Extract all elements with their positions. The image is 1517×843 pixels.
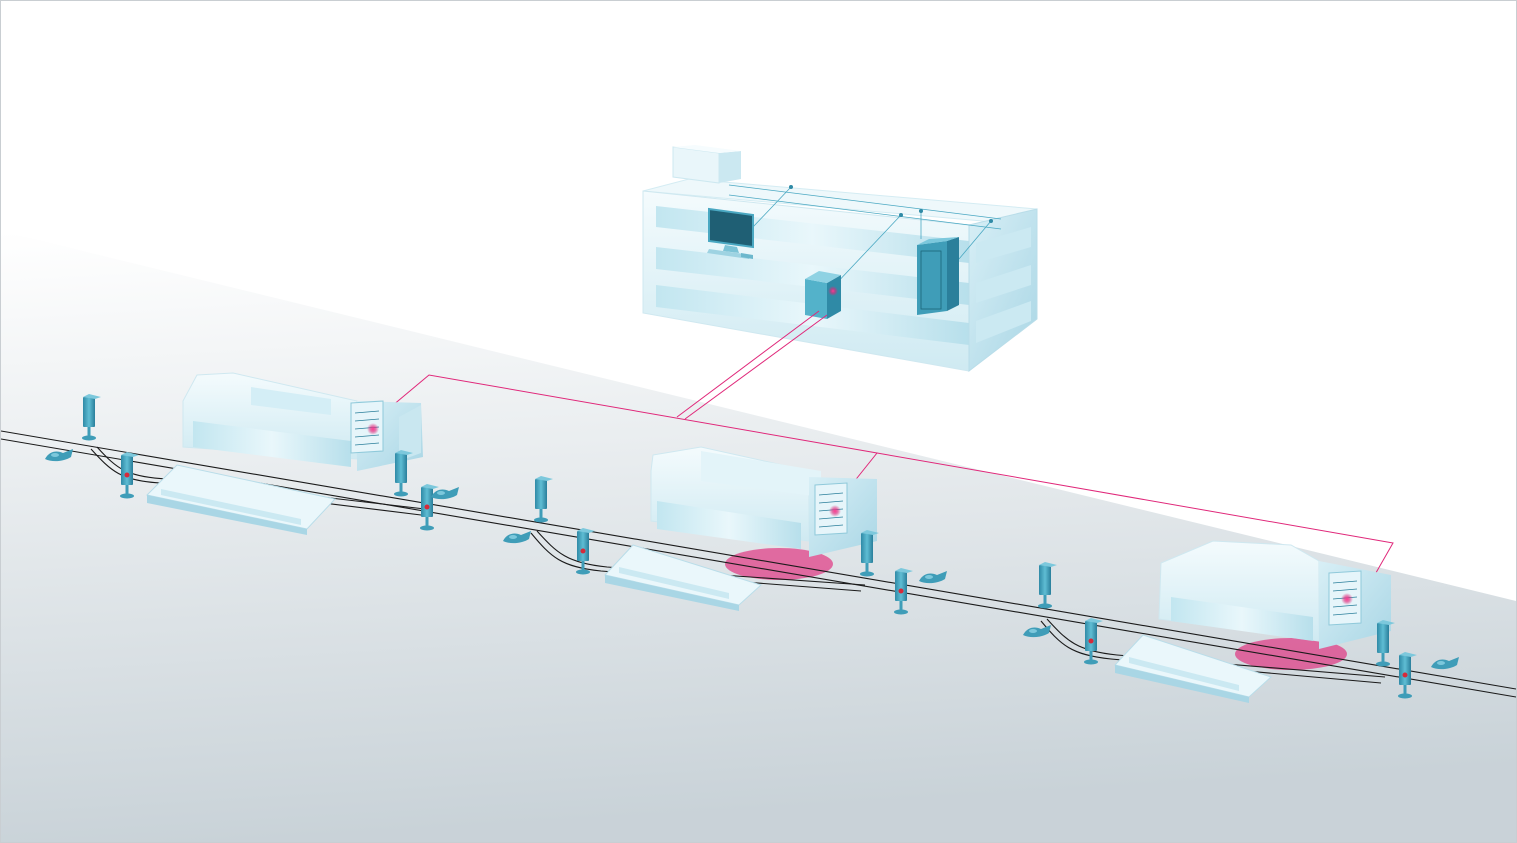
station-equipment-cabinet (1328, 570, 1362, 626)
signal-post-icon (1038, 562, 1057, 609)
signal-post-icon (894, 568, 913, 615)
signal-post-icon (1376, 620, 1395, 667)
switch-machine-icon (1431, 657, 1459, 670)
network-hub-icon (805, 271, 841, 319)
switch-machine-icon (503, 531, 531, 544)
station-equipment-cabinet (350, 400, 384, 454)
signal-post-icon (860, 530, 879, 577)
trackside-equipment (45, 394, 1459, 699)
central-operations-building (642, 145, 1038, 373)
server-rack-icon (917, 237, 959, 315)
station-3 (1114, 540, 1391, 703)
signal-post-icon (120, 452, 139, 499)
signal-post-icon (576, 528, 595, 575)
platform-1 (145, 464, 336, 535)
backbone-lan (728, 184, 1002, 288)
platform-3 (1114, 634, 1272, 703)
signal-post-icon (394, 450, 413, 497)
station-equipment-cabinet (814, 482, 848, 536)
switch-machine-icon (1023, 625, 1051, 638)
signal-post-icon (1398, 652, 1417, 699)
signal-post-icon (82, 394, 101, 441)
switch-machine-icon (919, 571, 947, 584)
signal-post-icon (1084, 618, 1103, 665)
monitor-icon (707, 207, 754, 259)
station-2 (604, 446, 877, 611)
signal-post-icon (534, 476, 553, 523)
platform-2 (604, 544, 762, 611)
station-1 (145, 372, 423, 535)
switch-machine-icon (45, 449, 73, 462)
switch-machine-icon (431, 487, 459, 500)
signal-post-icon (420, 484, 439, 531)
